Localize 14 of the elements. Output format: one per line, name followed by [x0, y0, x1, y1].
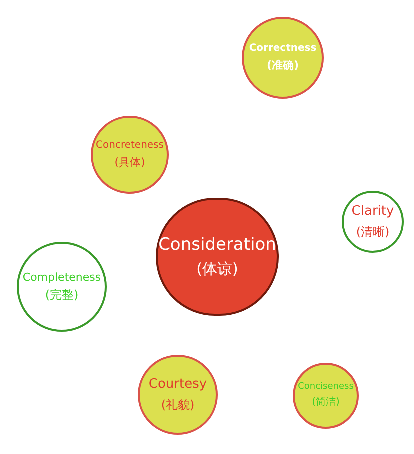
topic-title: Courtesy — [148, 377, 208, 394]
topic-translation: (简洁) — [312, 397, 340, 410]
topic-title: Completeness — [22, 270, 102, 284]
topic-translation: (准确) — [266, 59, 300, 74]
topic-translation: (体谅) — [196, 260, 238, 279]
topic-translation: (具体) — [114, 156, 146, 170]
topic-title: Conciseness — [298, 382, 354, 394]
topic-title: Consideration — [158, 235, 276, 256]
topic-title: Concreteness — [96, 140, 164, 152]
topic-translation: (清晰) — [356, 224, 390, 240]
topic-title: Correctness — [249, 42, 317, 56]
topic-translation: (礼貌) — [161, 398, 195, 413]
topic-title: Clarity — [352, 204, 394, 221]
topic-translation: (完整) — [45, 288, 79, 304]
